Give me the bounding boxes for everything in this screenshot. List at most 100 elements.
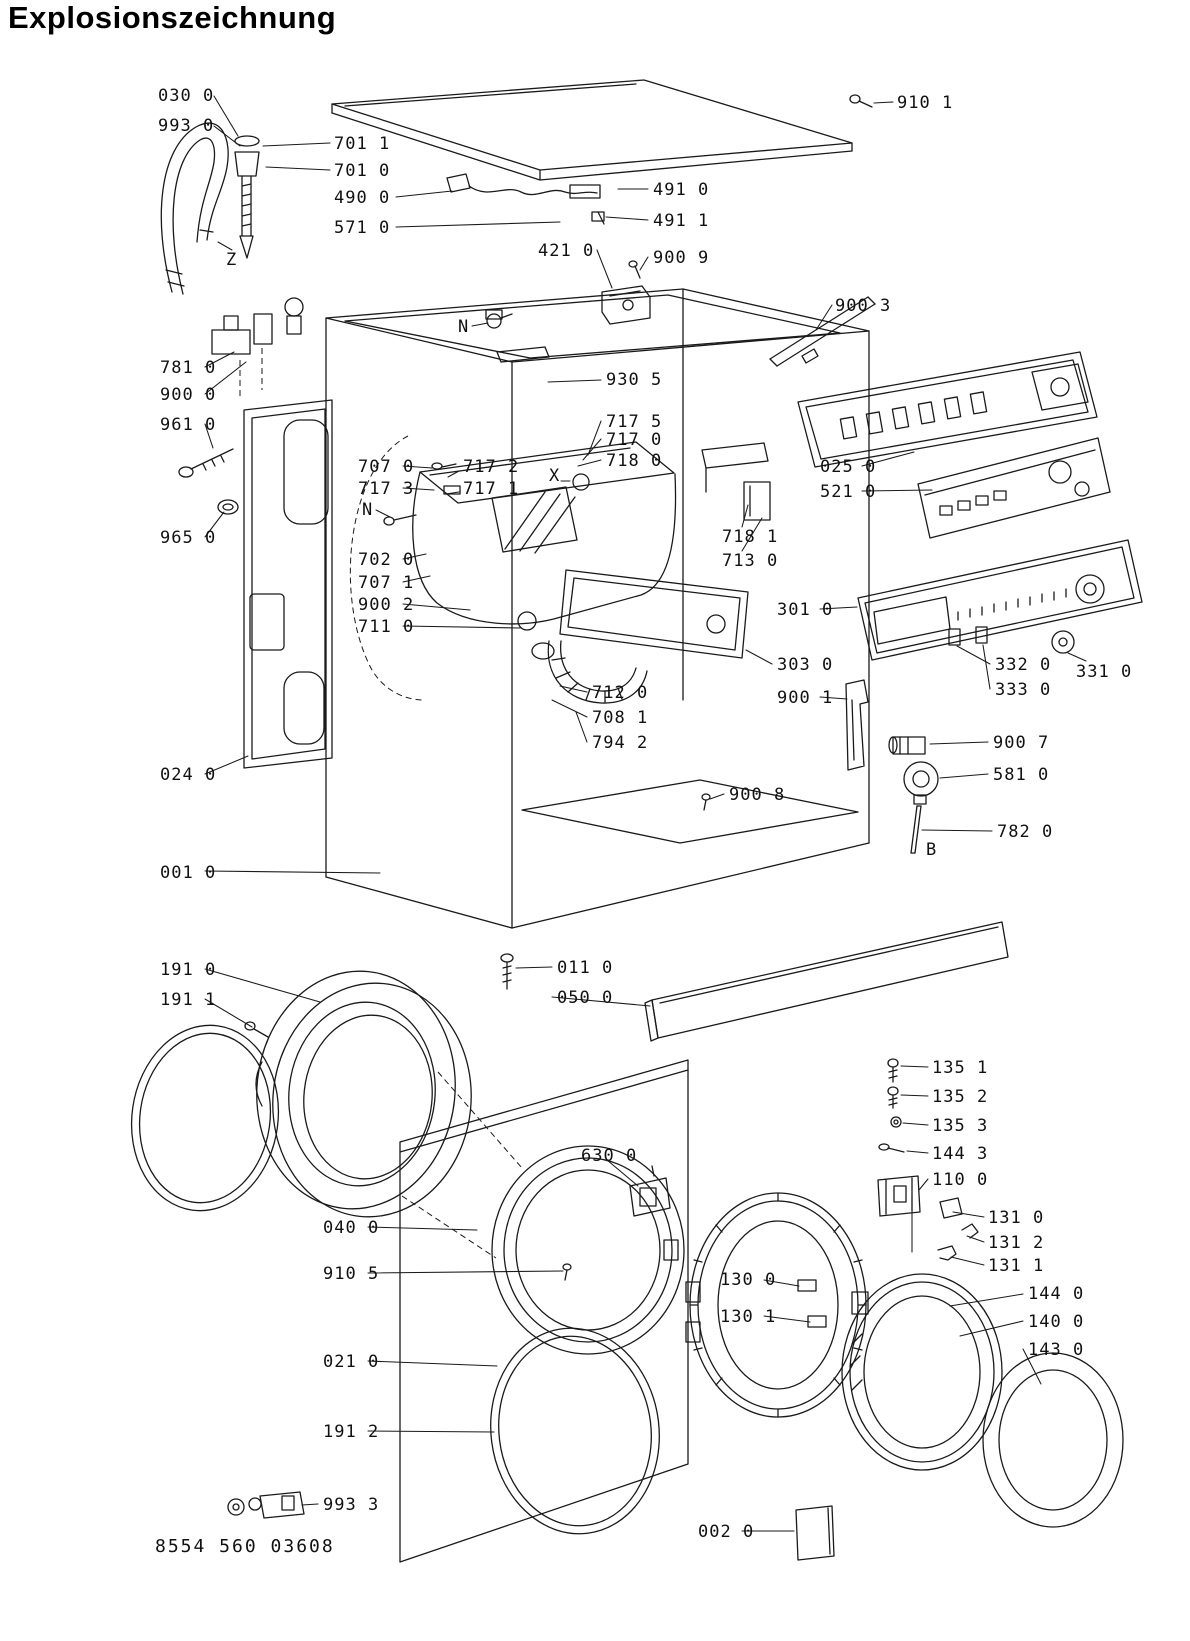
part-label-144-3: 144 3 <box>932 1144 989 1164</box>
door-hardware-drawing <box>877 1058 979 1261</box>
part-label-900-3: 900 3 <box>835 296 892 316</box>
part-label-910-5: 910 5 <box>323 1264 380 1284</box>
part-label-521-0: 521 0 <box>820 482 877 502</box>
part-label-140-0: 140 0 <box>1028 1312 1085 1332</box>
door-seal-drawing <box>490 1327 660 1535</box>
part-label-581-0: 581 0 <box>993 765 1050 785</box>
part-label-191-1: 191 1 <box>160 990 217 1010</box>
part-label-701-0: 701 0 <box>334 161 391 181</box>
part-label-930-5: 930 5 <box>606 370 663 390</box>
hinge-bracket-drawing <box>845 679 869 771</box>
part-label-144-0: 144 0 <box>1028 1284 1085 1304</box>
part-label-333-0: 333 0 <box>995 680 1052 700</box>
part-label-332-0: 332 0 <box>995 655 1052 675</box>
phantom-outline-drawing <box>239 348 523 1259</box>
part-label-900-2: 900 2 <box>358 595 415 615</box>
part-label-130-1: 130 1 <box>720 1307 777 1327</box>
part-label-993-3: 993 3 <box>323 1495 380 1515</box>
part-label-702-0: 702 0 <box>358 550 415 570</box>
part-label-900-0: 900 0 <box>160 385 217 405</box>
part-label-707-1: 707 1 <box>358 573 415 593</box>
part-label-021-0: 021 0 <box>323 1352 380 1372</box>
document-code: 8554 560 03608 <box>155 1536 335 1557</box>
inlet-hose-drawing <box>160 122 260 295</box>
marker-b: B <box>926 840 938 860</box>
part-label-191-2: 191 2 <box>323 1422 380 1442</box>
door-assembly-drawing <box>130 970 472 1218</box>
part-label-491-1: 491 1 <box>653 211 710 231</box>
part-label-011-0: 011 0 <box>557 958 614 978</box>
part-label-135-2: 135 2 <box>932 1087 989 1107</box>
part-label-135-1: 135 1 <box>932 1058 989 1078</box>
part-label-713-0: 713 0 <box>722 551 779 571</box>
hinge-part-drawing <box>227 1491 305 1519</box>
part-label-131-1: 131 1 <box>988 1256 1045 1276</box>
inlet-valve-drawing <box>211 297 304 355</box>
page-title: Explosionszeichnung <box>8 0 337 35</box>
cabinet-drawing <box>325 288 870 929</box>
top-lid-drawing <box>331 79 853 181</box>
lid-screw-drawing <box>849 94 873 108</box>
rear-panel-drawing <box>243 399 333 769</box>
part-label-130-0: 130 0 <box>720 1270 777 1290</box>
door-frame-ring-drawing <box>685 1192 869 1418</box>
part-label-131-2: 131 2 <box>988 1233 1045 1253</box>
part-label-131-0: 131 0 <box>988 1208 1045 1228</box>
part-label-961-0: 961 0 <box>160 415 217 435</box>
leader-lines <box>204 95 1087 1532</box>
part-label-191-0: 191 0 <box>160 960 217 980</box>
part-label-490-0: 490 0 <box>334 188 391 208</box>
part-label-571-0: 571 0 <box>334 218 391 238</box>
part-label-630-0: 630 0 <box>581 1146 638 1166</box>
part-label-717-1: 717 1 <box>463 479 520 499</box>
part-label-303-0: 303 0 <box>777 655 834 675</box>
plinth-panel-drawing <box>500 921 1009 1042</box>
part-label-707-0: 707 0 <box>358 457 415 477</box>
door-glass-drawing <box>982 1352 1124 1528</box>
part-label-718-0: 718 0 <box>606 451 663 471</box>
counterweight-plate-drawing <box>795 1505 835 1561</box>
part-label-024-0: 024 0 <box>160 765 217 785</box>
part-label-965-0: 965 0 <box>160 528 217 548</box>
power-cord-drawing <box>446 173 605 225</box>
part-label-794-2: 794 2 <box>592 733 649 753</box>
part-label-910-1: 910 1 <box>897 93 954 113</box>
part-label-331-0: 331 0 <box>1076 662 1133 682</box>
part-label-717-2: 717 2 <box>463 457 520 477</box>
part-label-718-1: 718 1 <box>722 527 779 547</box>
marker-n-mid: N <box>362 500 374 520</box>
part-label-025-0: 025 0 <box>820 457 877 477</box>
part-label-900-9: 900 9 <box>653 248 710 268</box>
marker-x: X <box>549 466 561 486</box>
part-label-993-0: 993 0 <box>158 116 215 136</box>
part-label-717-5: 717 5 <box>606 412 663 432</box>
part-label-002-0: 002 0 <box>698 1522 755 1542</box>
part-label-143-0: 143 0 <box>1028 1340 1085 1360</box>
part-label-110-0: 110 0 <box>932 1170 989 1190</box>
part-label-135-3: 135 3 <box>932 1116 989 1136</box>
part-label-421-0: 421 0 <box>538 241 595 261</box>
siphon-drawing <box>701 442 771 521</box>
control-module-drawing <box>797 351 1098 468</box>
part-label-030-0: 030 0 <box>158 86 215 106</box>
part-label-001-0: 001 0 <box>160 863 217 883</box>
marker-z: Z <box>226 250 238 270</box>
part-label-301-0: 301 0 <box>777 600 834 620</box>
facia-panel-drawing <box>857 539 1143 661</box>
marker-n-top: N <box>458 317 470 337</box>
part-label-781-0: 781 0 <box>160 358 217 378</box>
detergent-drawer-drawing <box>559 569 749 659</box>
part-label-712-0: 712 0 <box>592 683 649 703</box>
tub-assembly-drawing <box>383 441 677 660</box>
part-label-040-0: 040 0 <box>323 1218 380 1238</box>
front-panel-drawing <box>399 1059 689 1563</box>
part-label-701-1: 701 1 <box>334 134 391 154</box>
part-label-711-0: 711 0 <box>358 617 415 637</box>
part-label-491-0: 491 0 <box>653 180 710 200</box>
part-label-900-8: 900 8 <box>729 785 786 805</box>
buttons-knob-drawing <box>948 626 1075 654</box>
screw-grommet-drawing <box>178 448 239 515</box>
part-label-900-1: 900 1 <box>777 688 834 708</box>
